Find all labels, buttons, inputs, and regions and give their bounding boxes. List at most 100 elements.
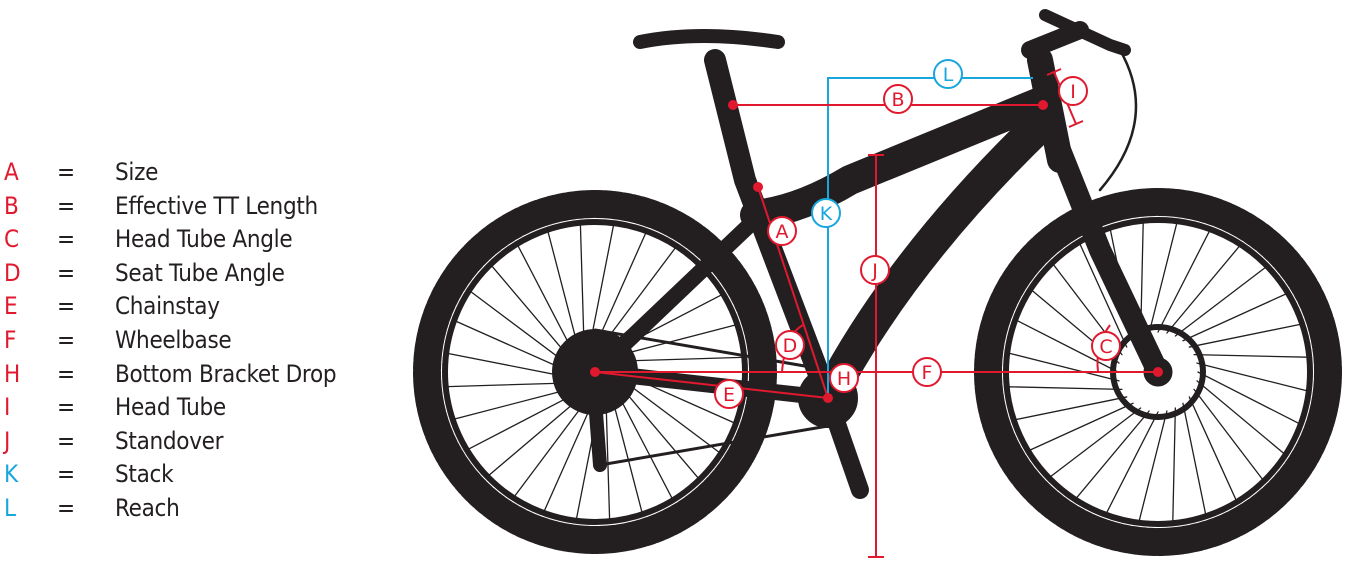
legend-label: Standover <box>115 426 224 455</box>
marker-l: L <box>933 59 963 89</box>
marker-h: H <box>829 363 859 393</box>
legend-equals: = <box>57 191 76 220</box>
spoke <box>1174 266 1267 337</box>
spoke <box>1029 402 1134 451</box>
legend-key: D <box>4 258 21 287</box>
derailleur <box>588 393 607 472</box>
spoke <box>488 393 585 476</box>
marker-letter: A <box>776 221 789 243</box>
marker-letter: L <box>943 64 954 86</box>
legend-key: K <box>4 460 19 489</box>
tt-endpoint-dot <box>1038 100 1048 110</box>
marker-circle <box>860 255 890 285</box>
spoke <box>1079 243 1128 348</box>
legend-key: F <box>4 325 17 354</box>
legend-label: Seat Tube Angle <box>115 258 285 287</box>
marker-circle <box>775 330 805 360</box>
marker-f: F <box>912 357 942 387</box>
front-axle-dot <box>1153 367 1163 377</box>
spoke <box>1197 371 1300 425</box>
marker-d: D <box>775 330 805 360</box>
legend-key: B <box>4 191 19 220</box>
spoke <box>547 231 581 354</box>
spoke <box>616 356 743 362</box>
marker-letter: I <box>1070 81 1076 103</box>
spoke <box>1196 380 1285 455</box>
marker-circle <box>933 59 963 89</box>
legend-equals: = <box>57 292 76 321</box>
legend-equals: = <box>57 158 76 186</box>
seat-tube-top-dot <box>753 182 763 192</box>
down-tube <box>811 108 1057 415</box>
spoke <box>1196 362 1308 392</box>
marker-letter: K <box>820 203 833 225</box>
spoke <box>454 386 577 420</box>
marker-circle <box>883 84 913 114</box>
marker-letter: F <box>922 362 933 384</box>
spoke <box>513 395 591 497</box>
marker-labels: A B C D E F H I J K L <box>714 59 1121 409</box>
marker-e: E <box>714 379 744 409</box>
marker-letter: D <box>783 335 798 357</box>
marker-circle <box>829 363 859 393</box>
legend-equals: = <box>57 493 76 522</box>
legend-equals: = <box>57 460 76 489</box>
spoke <box>616 382 699 479</box>
marker-circle <box>767 216 797 246</box>
spoke <box>470 290 572 368</box>
legend-equals: = <box>57 393 76 422</box>
legend-label: Head Tube <box>115 393 226 422</box>
marker-k: K <box>811 198 841 228</box>
legend-key: L <box>4 493 17 522</box>
handlebar <box>1039 9 1131 56</box>
marker-circle <box>714 379 744 409</box>
spoke <box>1138 410 1168 522</box>
spoke <box>613 324 736 358</box>
spoke <box>1188 323 1301 348</box>
marker-circle <box>811 198 841 228</box>
spoke <box>543 396 596 512</box>
marker-j: J <box>860 255 890 285</box>
legend-key: J <box>4 426 11 455</box>
marker-i: I <box>1058 76 1088 106</box>
marker-circle <box>1091 331 1121 361</box>
spoke <box>594 232 647 348</box>
legend-key: E <box>4 292 18 321</box>
legend-label: Bottom Bracket Drop <box>115 359 337 388</box>
legend-label: Stack <box>115 460 174 489</box>
spoke <box>1182 402 1207 515</box>
chainstay-line <box>594 371 829 399</box>
legend-equals: = <box>57 359 76 388</box>
spoke <box>1193 388 1264 481</box>
spoke <box>618 376 720 454</box>
spoke <box>1182 293 1287 342</box>
spoke <box>447 352 572 379</box>
marker-circle <box>912 357 942 387</box>
spoke <box>1148 222 1178 334</box>
spoke <box>1105 411 1159 514</box>
marker-letter: B <box>891 89 904 111</box>
bike-silhouette <box>413 9 1342 556</box>
legend-equals: = <box>57 225 76 254</box>
chain <box>593 328 830 467</box>
fork <box>1049 139 1169 383</box>
spoke <box>1016 319 1119 373</box>
tt-endpoint-dot <box>728 100 738 110</box>
spoke <box>1008 386 1123 391</box>
standover-line <box>868 154 884 558</box>
marker-letter: E <box>723 384 735 406</box>
legend-label: Reach <box>115 493 180 522</box>
marker-b: B <box>883 84 913 114</box>
marker-letter: C <box>1099 336 1112 358</box>
spoke <box>491 265 574 362</box>
measurement-lines <box>590 68 1163 558</box>
rear-axle-dot <box>590 367 600 377</box>
spoke <box>467 390 581 450</box>
size-line <box>757 186 829 399</box>
reach-line <box>827 77 1033 398</box>
legend-key: C <box>4 225 20 254</box>
spoke <box>1075 410 1150 499</box>
spoke <box>605 393 611 520</box>
saddle <box>633 29 785 49</box>
spoke <box>1166 245 1241 334</box>
